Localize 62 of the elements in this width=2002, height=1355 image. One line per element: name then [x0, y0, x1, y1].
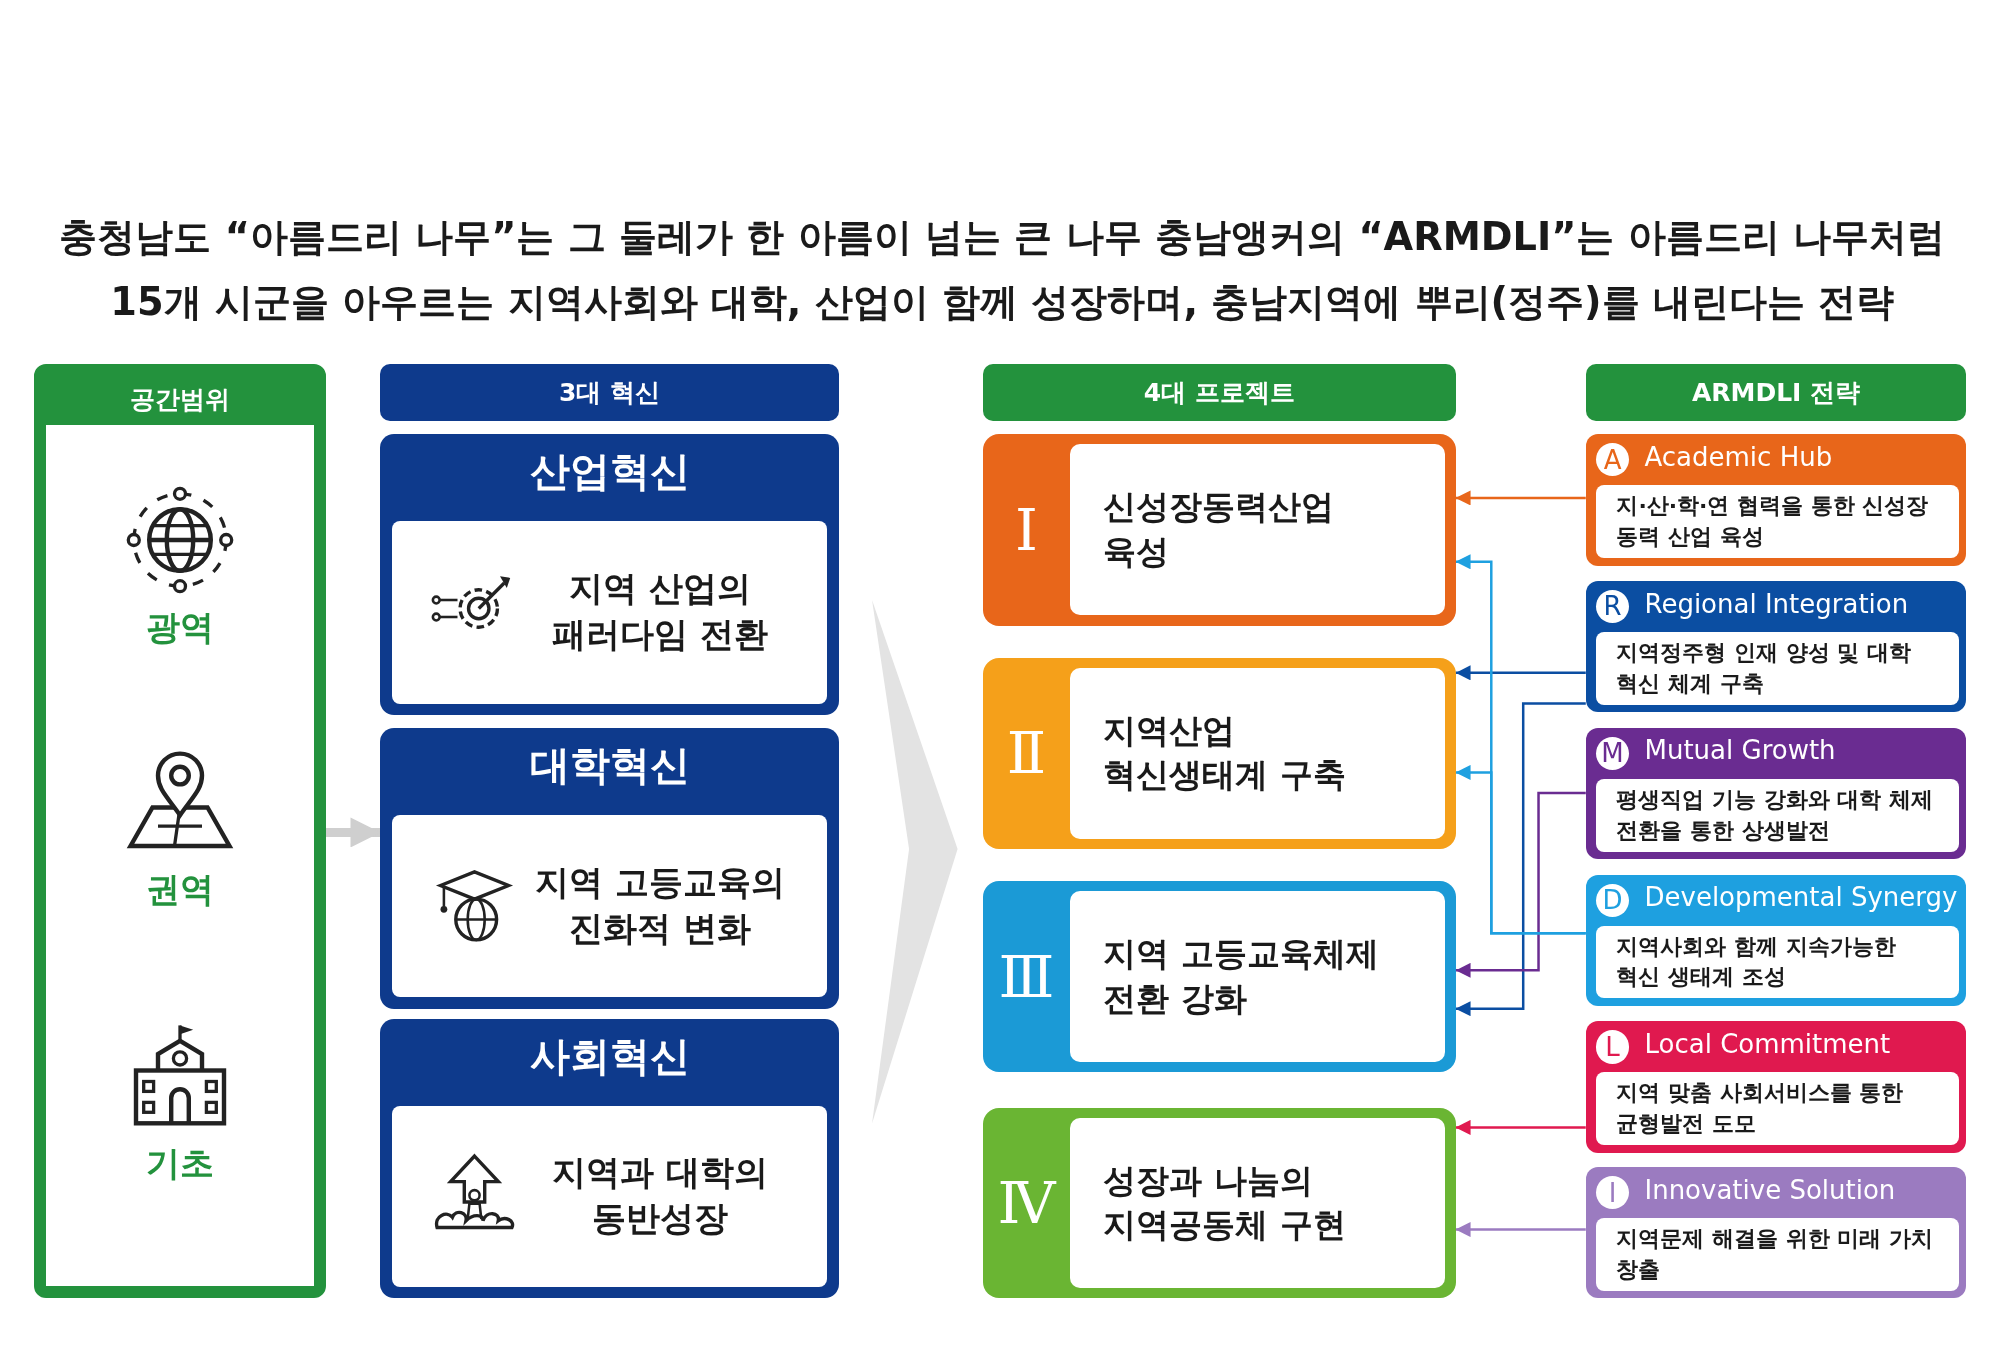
box-text: 지역 산업의 패러다임 전환	[550, 567, 769, 657]
project-title: 지역 고등교육체제 전환 강화	[1069, 891, 1446, 1063]
project-box	[983, 1108, 1456, 1299]
strategy-text: 지·산·학·연 협력을 통한 신성장 동력 산업 육성	[1595, 485, 1959, 558]
letter-badge: L	[1595, 1030, 1630, 1064]
box-text: 지역과 대학의 동반성장	[550, 1151, 769, 1241]
project-title: 성장과 나눔의 지역공동체 구현	[1069, 1118, 1446, 1289]
strategy-name: Mutual Growth	[1644, 735, 1836, 766]
innovation-box	[380, 1018, 839, 1299]
strategy-box	[1585, 434, 1967, 566]
heading-text: 충청남도 “아름드리 나무”는 그 둘레가 한 아름이 넘는 큰 나무 충남앵커의 “ARMDLI”는 아름드리 나무처럼 15개 시군을 아우르는 지역사회와 대학, 산업이 함께 성장하며, 충남지역에 뿌리(정주)를 내린다는 전략	[58, 213, 1947, 327]
innovation-box	[380, 727, 839, 1009]
roman-numeral: Ⅳ	[996, 1169, 1058, 1238]
column-header: ARMDLI 전략	[1585, 363, 1967, 422]
arrow	[1455, 702, 1586, 1017]
strategy-name: Developmental Synergy	[1644, 882, 1958, 913]
box-text: 지역 고등교육의 진화적 변화	[533, 861, 786, 950]
column-header: 3대 혁신	[380, 363, 839, 422]
panel-header: 공간범위	[44, 373, 316, 425]
letter-badge: I	[1595, 1175, 1630, 1210]
strategy-box	[1585, 580, 1967, 713]
scope-panel	[34, 363, 326, 1299]
strategy-text: 지역사회와 함께 지속가능한 혁신 생태계 조성	[1595, 925, 1959, 999]
column-header: 4대 프로젝트	[983, 363, 1456, 422]
innovation-box	[380, 434, 839, 715]
letter-badge: A	[1595, 443, 1630, 477]
letter-badge: R	[1595, 589, 1630, 624]
letter-badge: D	[1595, 883, 1630, 917]
strategy-name: Academic Hub	[1644, 441, 1833, 472]
strategy-name: Local Commitment	[1644, 1029, 1891, 1060]
strategy-text: 지역문제 해결을 위한 미래 가치 창출	[1595, 1218, 1959, 1291]
box-heading: 대학혁신	[528, 740, 691, 790]
arrow	[1455, 1119, 1586, 1135]
roman-numeral: Ⅲ	[997, 942, 1056, 1011]
project-title: 신성장동력산업 육성	[1069, 444, 1446, 616]
roman-numeral: Ⅰ	[1014, 495, 1039, 564]
strategy-text: 지역정주형 인재 양성 및 대학 혁신 체계 구축	[1595, 632, 1959, 705]
project-title: 지역산업 혁신생태계 구축	[1069, 667, 1446, 839]
arrow	[1455, 490, 1586, 506]
strategy-name: Regional Integration	[1644, 588, 1909, 619]
strategy-box	[1585, 727, 1967, 860]
strategy-name: Innovative Solution	[1644, 1174, 1896, 1205]
scope-label: 광역	[145, 605, 215, 649]
arrow	[1455, 791, 1586, 978]
project-box	[983, 657, 1456, 850]
arrow	[1455, 665, 1586, 681]
box-heading: 산업혁신	[528, 447, 691, 497]
scope-label: 권역	[145, 867, 215, 911]
project-box	[983, 880, 1456, 1073]
scope-label: 기초	[145, 1142, 215, 1186]
project-box	[983, 434, 1456, 626]
box-heading: 사회혁신	[528, 1032, 691, 1082]
strategy-box	[1585, 874, 1967, 1007]
strategy-box	[1585, 1021, 1967, 1153]
strategy-text: 지역 맞춤 사회서비스를 통한 균형발전 도모	[1595, 1072, 1959, 1146]
letter-badge: M	[1595, 736, 1630, 770]
roman-numeral: Ⅱ	[1005, 719, 1048, 788]
strategy-text: 평생직업 기능 강화와 대학 체제 전환을 통한 상생발전	[1595, 778, 1959, 852]
arrow	[1455, 1222, 1586, 1238]
arrow	[1455, 764, 1586, 935]
arrow	[325, 817, 381, 848]
strategy-box	[1585, 1166, 1967, 1299]
